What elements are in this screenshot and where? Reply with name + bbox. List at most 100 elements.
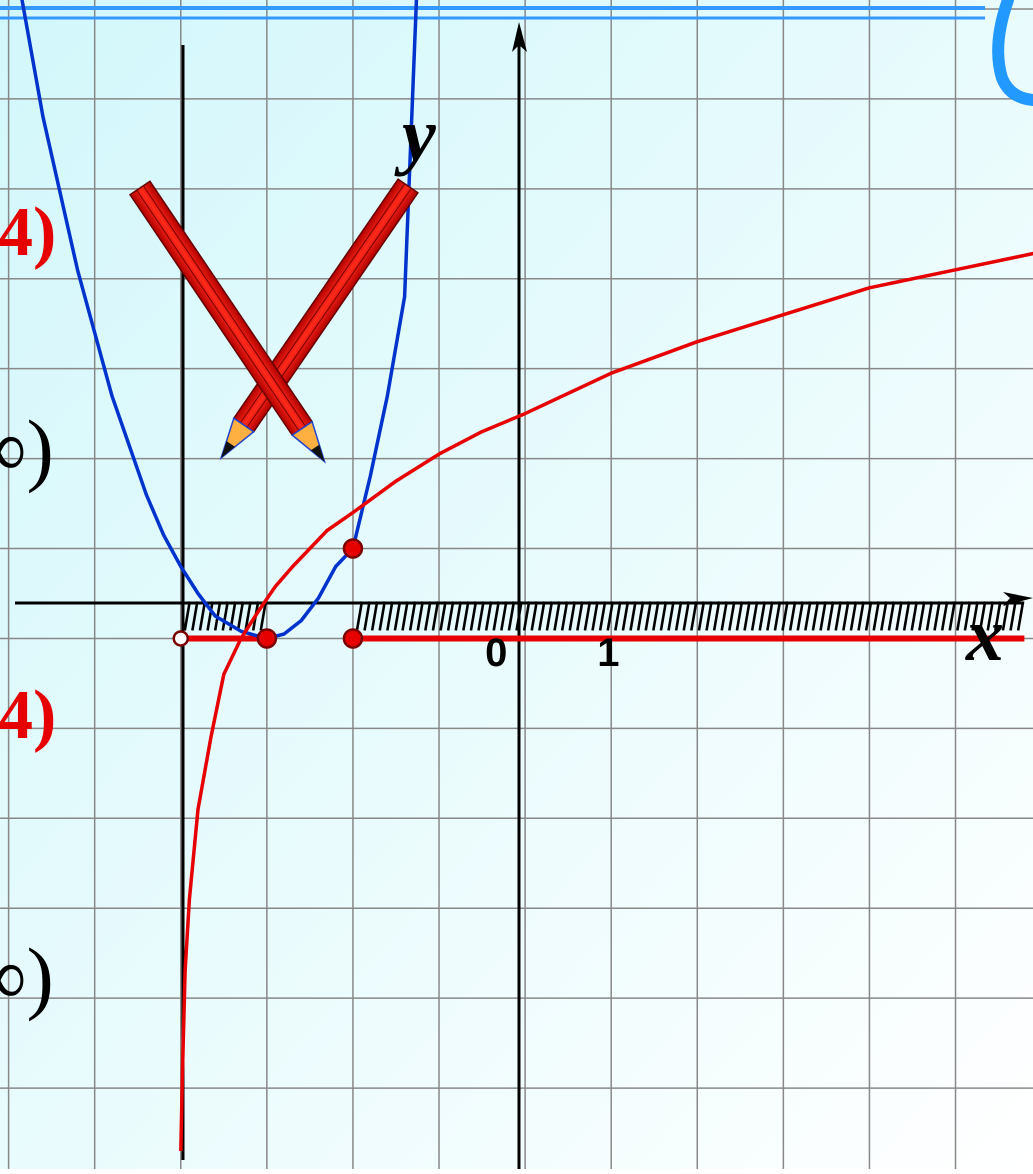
x-axis-arrow-icon: [1003, 592, 1033, 606]
hatch-mark: [933, 601, 941, 631]
hatch-mark: [925, 601, 934, 631]
hatch-mark: [674, 601, 683, 631]
hatch-mark: [887, 601, 896, 631]
hatch-mark: [773, 601, 782, 631]
hatch-mark: [720, 601, 729, 631]
hatch-mark: [940, 601, 949, 631]
hatch-mark: [895, 601, 903, 631]
hatch-mark: [811, 601, 820, 631]
hatch-mark: [401, 601, 409, 631]
hatch-mark: [956, 601, 964, 631]
hatch-mark: [583, 601, 592, 631]
point-1: [172, 630, 190, 647]
hatch-mark: [621, 601, 630, 631]
hatch-mark: [530, 601, 539, 631]
hatch-mark: [758, 601, 767, 631]
hatch-mark: [682, 601, 691, 631]
hatch-mark: [804, 601, 812, 631]
hatch-mark: [538, 601, 546, 631]
hatch-mark: [576, 601, 584, 631]
point-2: [256, 628, 278, 649]
hatch-mark: [378, 601, 387, 631]
tick-label-0: 0: [485, 631, 507, 675]
hatch-mark: [963, 601, 972, 631]
hatch-mark: [198, 601, 207, 631]
hatch-mark: [560, 601, 569, 631]
hatch-mark: [1016, 601, 1025, 631]
tick-label-1: 1: [597, 631, 619, 675]
hatch-mark: [766, 601, 774, 631]
hatch-mark: [439, 601, 447, 631]
hatch-mark: [1009, 601, 1017, 631]
hatch-mark: [515, 601, 523, 631]
hatch-mark: [629, 601, 637, 631]
hatch-mark: [743, 601, 751, 631]
hatch-mark: [408, 601, 417, 631]
hatch-mark: [728, 601, 736, 631]
hatch-mark: [652, 601, 660, 631]
hatch-mark: [834, 601, 843, 631]
hatch-mark: [492, 601, 501, 631]
hatch-mark: [469, 601, 478, 631]
point-4: [342, 538, 364, 559]
hatch-mark: [712, 601, 721, 631]
hatch-mark: [568, 601, 577, 631]
bracket-fragment: [992, 0, 1033, 106]
hatch-mark: [363, 601, 371, 631]
hatch-mark: [994, 601, 1002, 631]
y-axis-arrow-icon: [512, 22, 527, 52]
hatch-mark: [690, 601, 698, 631]
hatch-mark: [902, 601, 911, 631]
hatch-mark: [431, 601, 440, 631]
function-graphs: [20, 0, 1033, 1152]
hatch-mark: [636, 601, 645, 631]
hatch-mark: [614, 601, 622, 631]
hatch-mark: [781, 601, 789, 631]
hatch-mark: [545, 601, 554, 631]
hatch-mark: [206, 601, 214, 631]
hatch-mark: [355, 601, 364, 631]
hatch-mark: [659, 601, 668, 631]
hatch-mark: [849, 601, 858, 631]
hatch-mark: [484, 601, 493, 631]
hatch-mark: [788, 601, 797, 631]
pencil-icon-2: [129, 180, 326, 464]
hatch-mark: [705, 601, 713, 631]
hatch-mark: [864, 601, 873, 631]
hatch-mark: [416, 601, 425, 631]
hatch-mark: [971, 601, 979, 631]
hatch-mark: [872, 601, 881, 631]
hatch-mark: [522, 601, 531, 631]
hatch-mark: [644, 601, 653, 631]
pencil-icon: [219, 178, 419, 461]
hatch-mark: [500, 601, 508, 631]
hatch-mark: [446, 601, 455, 631]
left-label-1: 4): [0, 194, 56, 271]
hatch-mark: [750, 601, 759, 631]
hatch-mark: [606, 601, 615, 631]
hatch-mark: [259, 601, 268, 631]
hatch-mark: [477, 601, 485, 631]
hatch-mark: [183, 601, 192, 631]
hatch-mark: [667, 601, 675, 631]
logarithm-curve: [179, 251, 1033, 1152]
hatch-mark: [910, 601, 919, 631]
hatch-mark: [978, 601, 987, 631]
hatch-mark: [1001, 601, 1010, 631]
hatch-mark: [591, 601, 599, 631]
point-3: [342, 628, 364, 649]
left-label-4: ∞): [0, 931, 54, 1022]
hatch-mark: [191, 601, 199, 631]
hatch-mark: [370, 601, 379, 631]
left-label-2: 4): [0, 677, 56, 754]
hatch-mark: [386, 601, 394, 631]
hatch-mark: [857, 601, 865, 631]
hatch-mark: [697, 601, 706, 631]
x-axis-label: x: [965, 593, 1004, 677]
hatch-mark: [462, 601, 470, 631]
hatch-mark: [236, 601, 245, 631]
solution-hatching: [183, 601, 1025, 631]
